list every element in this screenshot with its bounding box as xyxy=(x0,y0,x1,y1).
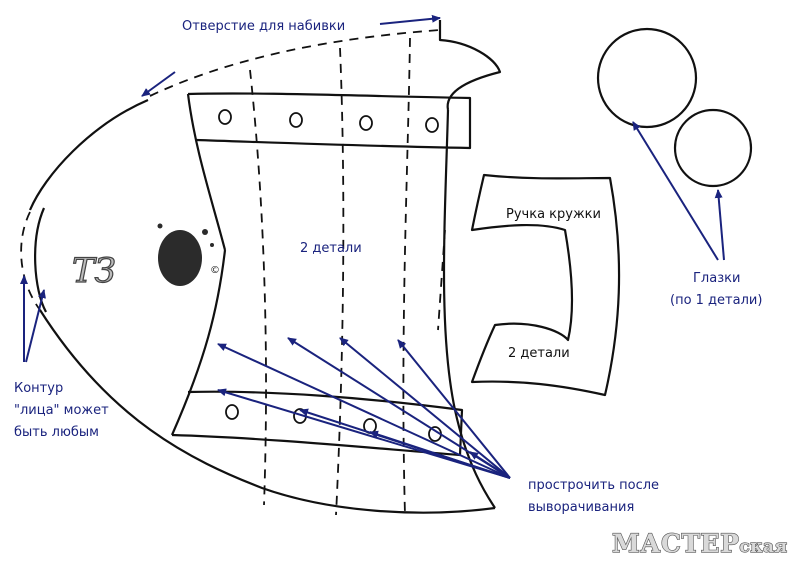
logo-dot xyxy=(210,243,214,247)
annotation-arrows xyxy=(20,14,725,479)
tail-right-edge xyxy=(442,109,496,509)
arrow-stitch-8 xyxy=(469,451,511,479)
arrow-stitch-5 xyxy=(217,388,511,479)
mug-handle-piece xyxy=(470,173,621,397)
label-stitch-line1: прострочить после xyxy=(528,478,659,493)
arrow-eye-small xyxy=(714,189,725,261)
bottom-band-left xyxy=(170,249,227,436)
face-contour-dashed xyxy=(20,211,41,311)
label-body-pieces: 2 детали xyxy=(300,241,362,256)
label-face-line1: Контур xyxy=(14,381,63,396)
stitch-line-2 xyxy=(335,47,345,516)
top-band-left xyxy=(186,93,227,251)
hole xyxy=(289,112,303,128)
label-mug-handle: Ручка кружки xyxy=(506,207,601,222)
label-stitch-line2: выворачивания xyxy=(528,500,634,515)
bottom-band xyxy=(171,390,464,457)
label-face-line2: "лица" может xyxy=(14,403,109,418)
hole xyxy=(218,109,232,125)
stitch-line-3 xyxy=(402,37,411,516)
arrow-stitch-3 xyxy=(339,337,511,479)
top-band xyxy=(187,92,472,150)
tail-top-edge xyxy=(438,20,502,111)
logo-copyright: © xyxy=(210,265,220,276)
hole xyxy=(425,117,439,133)
watermark-main: МАСТЕР xyxy=(612,529,739,558)
label-eyes-count: (по 1 детали) xyxy=(670,293,762,308)
stitch-line-4 xyxy=(437,229,446,331)
face-contour xyxy=(34,207,47,313)
arrow-eye-large xyxy=(632,121,719,261)
arrow-stitch-7 xyxy=(369,430,511,479)
arrow-stuffing-opening xyxy=(379,14,441,25)
logo-text: ТЗ xyxy=(72,251,116,291)
arrow-stitch-1 xyxy=(217,343,511,479)
eye-piece-small xyxy=(673,108,753,188)
watermark-suffix: ская xyxy=(739,537,787,557)
fish-back-edge xyxy=(28,98,149,211)
label-stuffing-opening: Отверстие для набивки xyxy=(182,19,345,34)
arrow-stitch-4 xyxy=(397,339,511,479)
stitch-line-1 xyxy=(249,69,267,506)
fish-belly-edge xyxy=(39,309,496,514)
logo-dot xyxy=(202,229,208,235)
logo-dot xyxy=(157,223,163,229)
stuffing-opening-edge xyxy=(149,29,441,97)
hole xyxy=(225,404,239,420)
label-handle-pieces: 2 детали xyxy=(508,346,570,361)
arrow-face-2 xyxy=(25,289,46,363)
arrow-stuffing-start xyxy=(141,71,176,97)
eye-piece-large xyxy=(596,27,698,129)
logo-splash xyxy=(158,230,202,286)
hole xyxy=(359,115,373,131)
watermark: МАСТЕРская xyxy=(612,529,788,558)
label-eyes: Глазки xyxy=(693,271,740,286)
logo: ТЗ © xyxy=(71,223,220,292)
label-face-line3: быть любым xyxy=(14,425,99,440)
